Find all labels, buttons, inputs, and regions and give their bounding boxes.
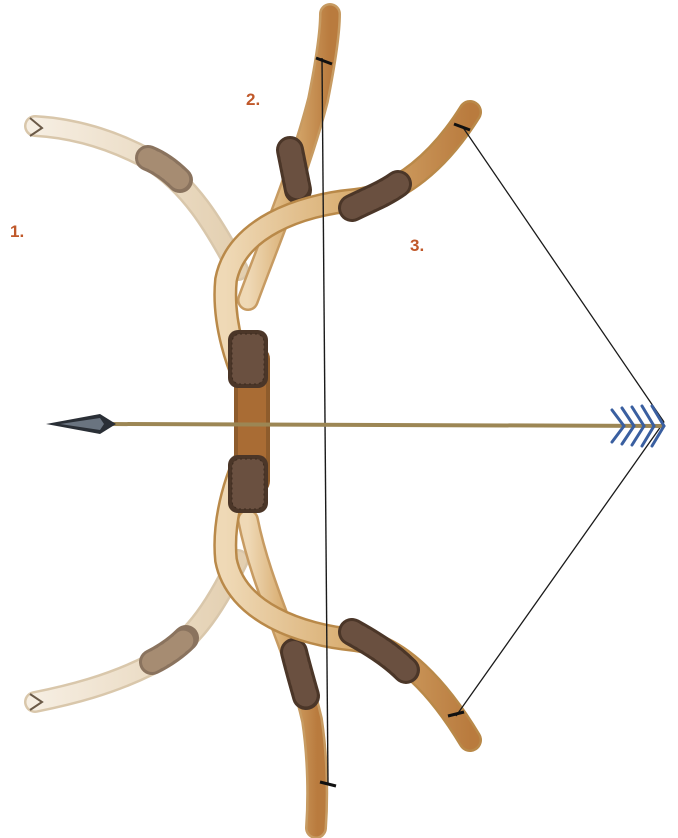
bow-2-lower-wrap bbox=[294, 652, 306, 696]
arrow bbox=[46, 406, 664, 446]
bow-2-string bbox=[322, 58, 328, 784]
bow-2-upper-wrap bbox=[290, 150, 298, 190]
bow-1-lower-wrap bbox=[152, 638, 186, 662]
bow-1-unstrung bbox=[30, 118, 238, 710]
bow-1-upper-wrap bbox=[148, 158, 180, 180]
bow-3-lower-wrap bbox=[352, 632, 406, 670]
label-bow-3: 3. bbox=[410, 236, 424, 256]
bow-3-string bbox=[456, 126, 664, 716]
label-bow-2: 2. bbox=[246, 90, 260, 110]
label-bow-1: 1. bbox=[10, 222, 24, 242]
arrow-shaft bbox=[110, 424, 664, 426]
bow-3-grip bbox=[228, 330, 270, 513]
